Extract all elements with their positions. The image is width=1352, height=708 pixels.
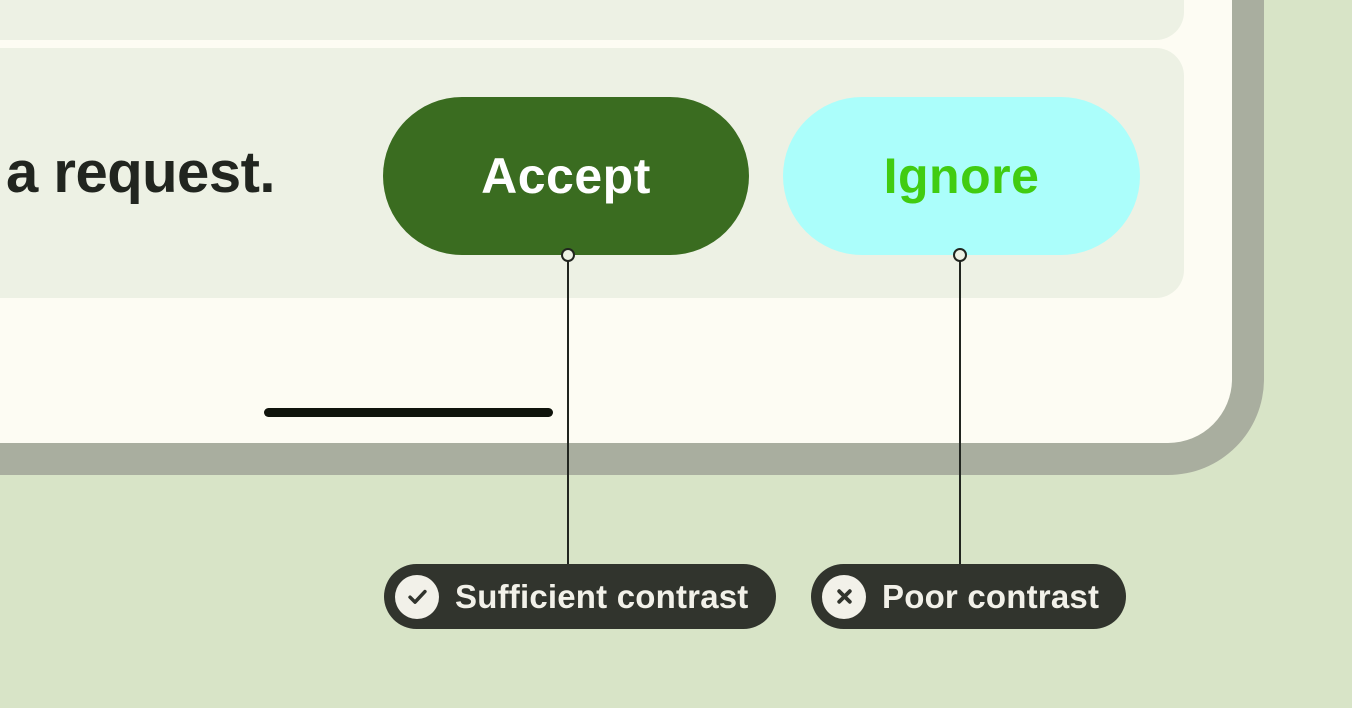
anchor-dot-accept bbox=[561, 248, 575, 262]
home-indicator bbox=[264, 408, 553, 417]
callout-poor-contrast: Poor contrast bbox=[811, 564, 1127, 629]
ignore-button[interactable]: Ignore bbox=[783, 97, 1140, 255]
content-panel-main: a request. Accept Ignore bbox=[0, 48, 1184, 298]
connector-line-ignore bbox=[959, 261, 961, 565]
x-circle-icon bbox=[822, 574, 866, 619]
callout-sufficient-contrast: Sufficient contrast bbox=[384, 564, 776, 629]
device-screen: a request. Accept Ignore bbox=[0, 0, 1232, 443]
connector-line-accept bbox=[567, 261, 569, 565]
device-frame: a request. Accept Ignore bbox=[0, 0, 1264, 475]
callout-sufficient-label: Sufficient contrast bbox=[455, 577, 749, 615]
callout-poor-label: Poor contrast bbox=[882, 577, 1100, 615]
accept-button[interactable]: Accept bbox=[383, 97, 749, 255]
content-panel-top bbox=[0, 0, 1184, 40]
anchor-dot-ignore bbox=[953, 248, 967, 262]
check-circle-icon bbox=[395, 574, 439, 619]
message-text: a request. bbox=[6, 140, 276, 205]
